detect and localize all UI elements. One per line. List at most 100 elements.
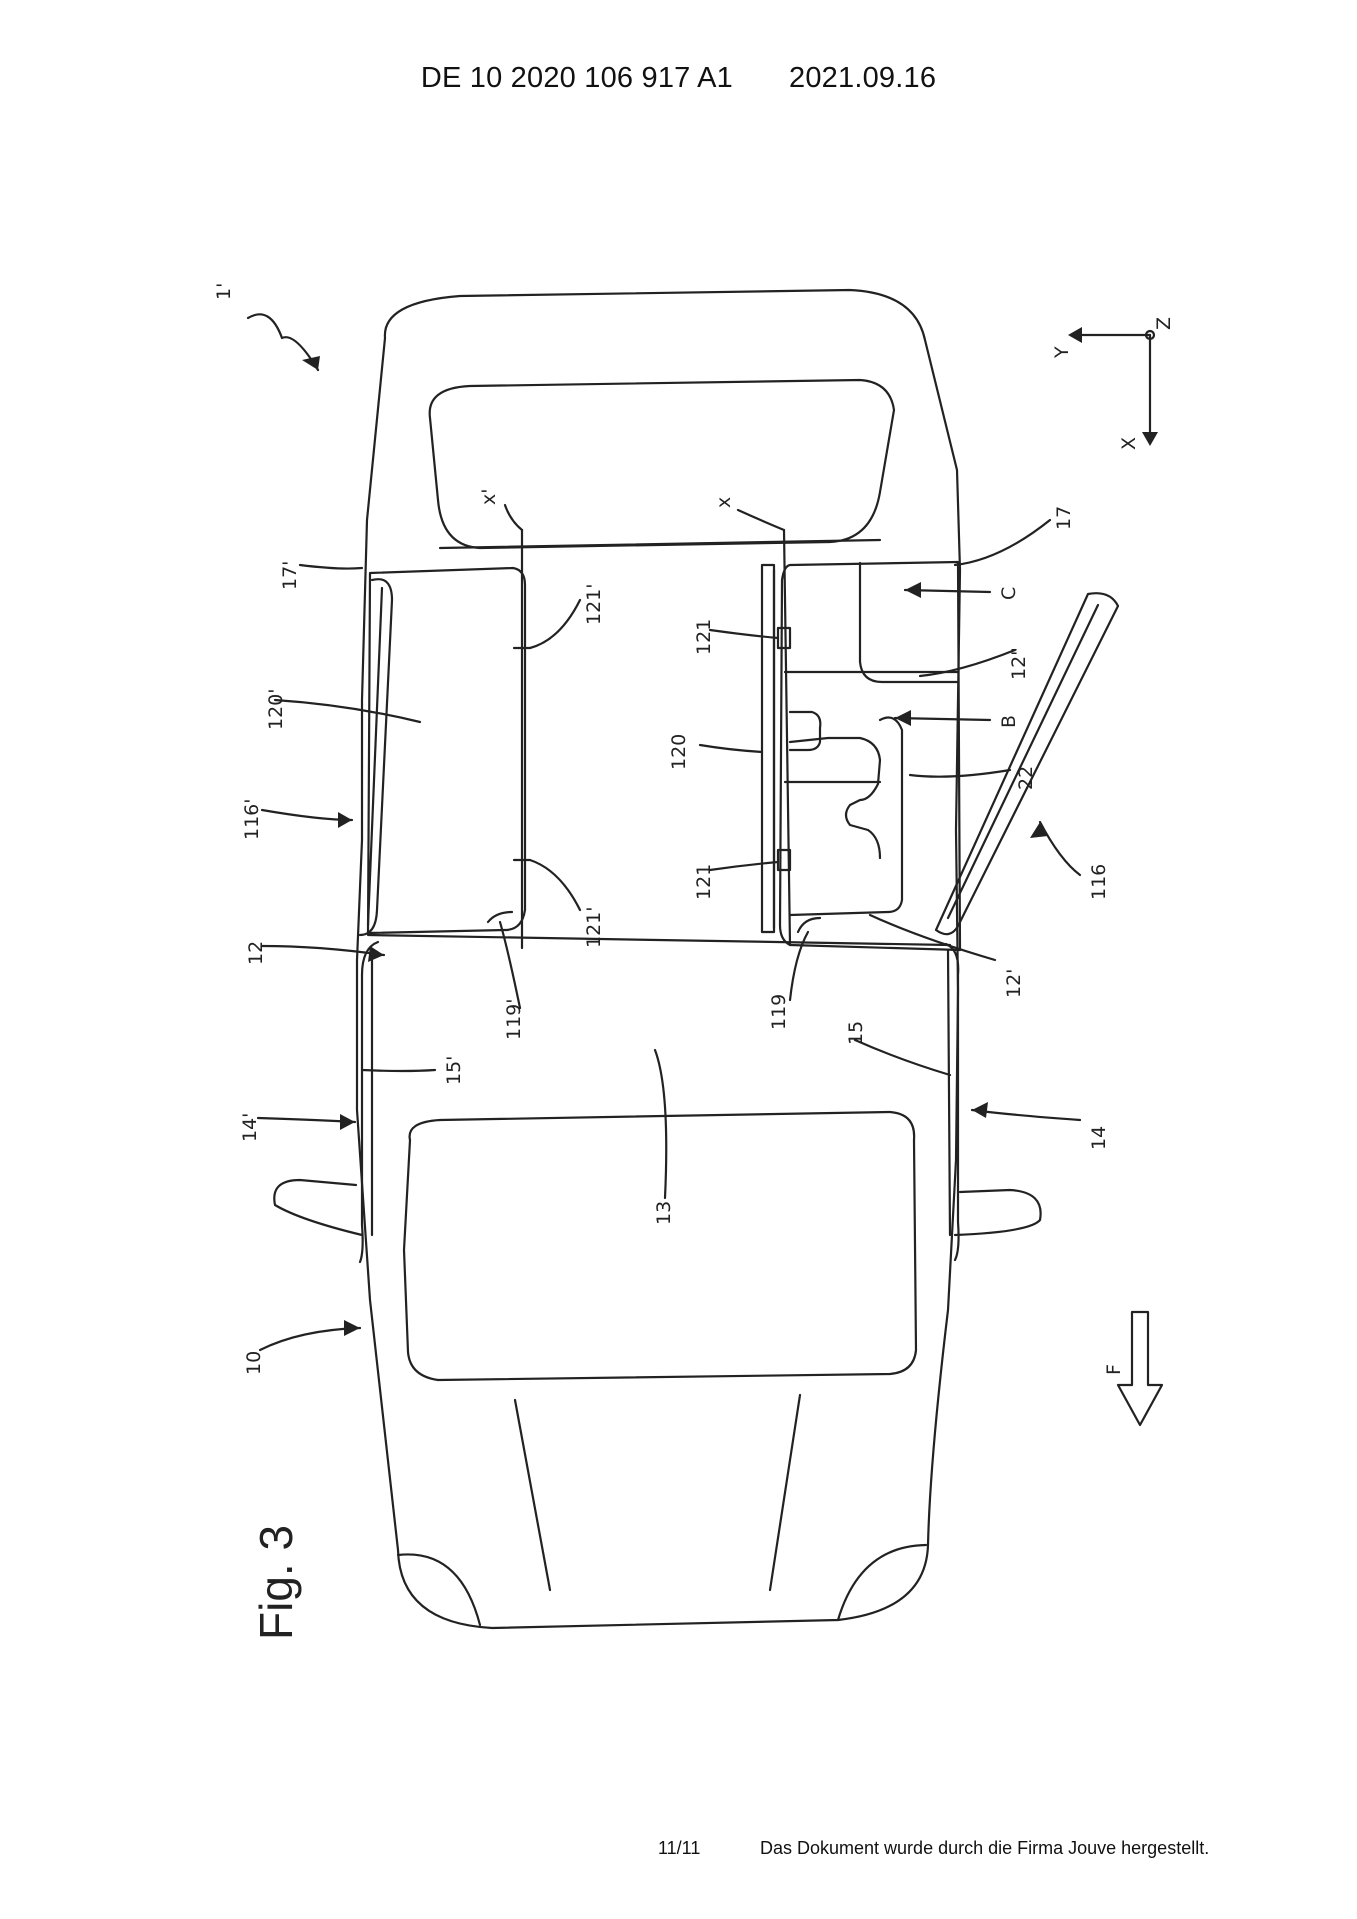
bracket-121-a	[776, 626, 792, 650]
label-17: 17	[1053, 506, 1075, 530]
label-17p: 17'	[279, 561, 301, 590]
label-xp: x'	[478, 489, 500, 505]
leader-13	[653, 1048, 668, 1200]
edge-119p	[486, 910, 514, 924]
mirror-left	[273, 1178, 364, 1237]
label-axis-z: Z	[1153, 317, 1175, 330]
label-116: 116	[1088, 864, 1110, 900]
arrow-head-1p	[302, 356, 320, 370]
arrow-head-14p	[340, 1114, 355, 1130]
label-10: 10	[243, 1351, 265, 1375]
windshield	[402, 1110, 918, 1382]
x-axis-line	[782, 528, 792, 947]
axis-x-arrow-head	[1142, 432, 1158, 446]
seat-b-headrest	[788, 710, 822, 752]
leader-121a	[708, 628, 780, 640]
arrow-head-b	[895, 710, 911, 726]
label-14p: 14'	[239, 1113, 261, 1142]
label-120: 120	[668, 734, 690, 770]
leader-12pp	[918, 648, 1017, 678]
leader-121b	[708, 860, 780, 872]
direction-arrow-f	[1116, 1310, 1164, 1427]
label-b: B	[998, 715, 1020, 728]
label-15p: 15'	[443, 1056, 465, 1085]
label-15: 15	[845, 1021, 867, 1045]
label-121a: 121	[693, 619, 715, 655]
publication-date: 2021.09.16	[789, 62, 937, 94]
label-13: 13	[653, 1201, 675, 1225]
front-door-left-trim	[358, 940, 380, 1264]
seat-b	[788, 736, 882, 860]
label-1p: 1'	[213, 283, 235, 300]
label-120p: 120'	[265, 689, 287, 731]
label-axis-x: X	[1118, 437, 1140, 450]
hood-line-left	[513, 1398, 552, 1592]
rear-door-left-trim	[358, 578, 394, 937]
arrow-head-10	[344, 1320, 360, 1336]
leader-120	[698, 743, 764, 754]
producer-note: Das Dokument wurde durch die Firma Jouve…	[760, 1838, 1210, 1858]
arrow-head-116p	[338, 812, 352, 828]
headlight-left	[396, 1553, 482, 1627]
headlight-right	[836, 1543, 928, 1622]
leader-17	[953, 518, 1052, 567]
leader-121pa	[528, 598, 582, 650]
label-12p: 12'	[1003, 969, 1025, 998]
roof-line-rear	[438, 538, 882, 550]
figure-title: Fig. 3	[250, 1525, 302, 1640]
arrow-head-116	[1030, 822, 1048, 838]
document-header: DE 10 2020 106 917 A1 2021.09.16	[0, 62, 1357, 95]
car-body-outline	[355, 288, 962, 1630]
label-119: 119	[768, 994, 790, 1030]
hood-line-right	[768, 1393, 802, 1592]
arrow-head-12	[368, 946, 384, 962]
edge-119	[796, 916, 822, 934]
rear-window	[428, 378, 896, 550]
leader-119	[788, 930, 810, 1002]
rear-door-right-opening	[778, 560, 962, 952]
leader-x	[736, 508, 786, 532]
publication-number: DE 10 2020 106 917 A1	[420, 62, 734, 94]
seat-c	[858, 561, 960, 684]
arrow-head-14	[972, 1102, 988, 1118]
label-22: 22	[1015, 766, 1037, 790]
label-f: F	[1103, 1364, 1125, 1375]
leader-119p	[498, 920, 522, 1010]
leader-15p	[360, 1068, 437, 1073]
rear-door-left-panel	[366, 566, 527, 935]
bracket-121-b	[776, 848, 792, 872]
rear-door-left-trim-inner	[366, 586, 384, 927]
leader-1p	[246, 313, 320, 372]
axis-y-arrow-head	[1068, 327, 1082, 343]
label-12: 12	[245, 941, 267, 965]
rail-120	[760, 563, 776, 934]
leader-120p	[273, 698, 422, 724]
label-14: 14	[1088, 1126, 1110, 1150]
leader-22	[908, 768, 1012, 778]
leader-12p	[868, 913, 997, 962]
label-121pa: 121'	[583, 584, 605, 626]
label-119p: 119'	[503, 999, 525, 1041]
label-121pb: 121'	[583, 907, 605, 949]
leader-12	[260, 944, 386, 957]
seat-rear-cushion	[788, 716, 904, 917]
label-c: C	[998, 587, 1020, 600]
mirror-right	[953, 1188, 1042, 1237]
leader-116	[1038, 820, 1082, 877]
leader-xp	[503, 503, 524, 532]
leader-14	[970, 1108, 1082, 1122]
label-12pp: 12"	[1008, 647, 1030, 680]
open-door-116-inner	[946, 603, 1100, 920]
label-116p: 116'	[241, 799, 263, 841]
leader-17p	[298, 563, 364, 570]
leader-121pb	[528, 858, 582, 912]
page-number: 11/11	[658, 1838, 701, 1858]
front-door-right-trim-inner	[946, 948, 952, 1237]
leader-15	[853, 1038, 952, 1077]
axis-z-origin	[1144, 329, 1156, 341]
arrow-head-c	[905, 582, 921, 598]
roof-line-mid	[366, 933, 952, 947]
label-121b: 121	[693, 864, 715, 900]
open-door-116	[934, 592, 1120, 936]
